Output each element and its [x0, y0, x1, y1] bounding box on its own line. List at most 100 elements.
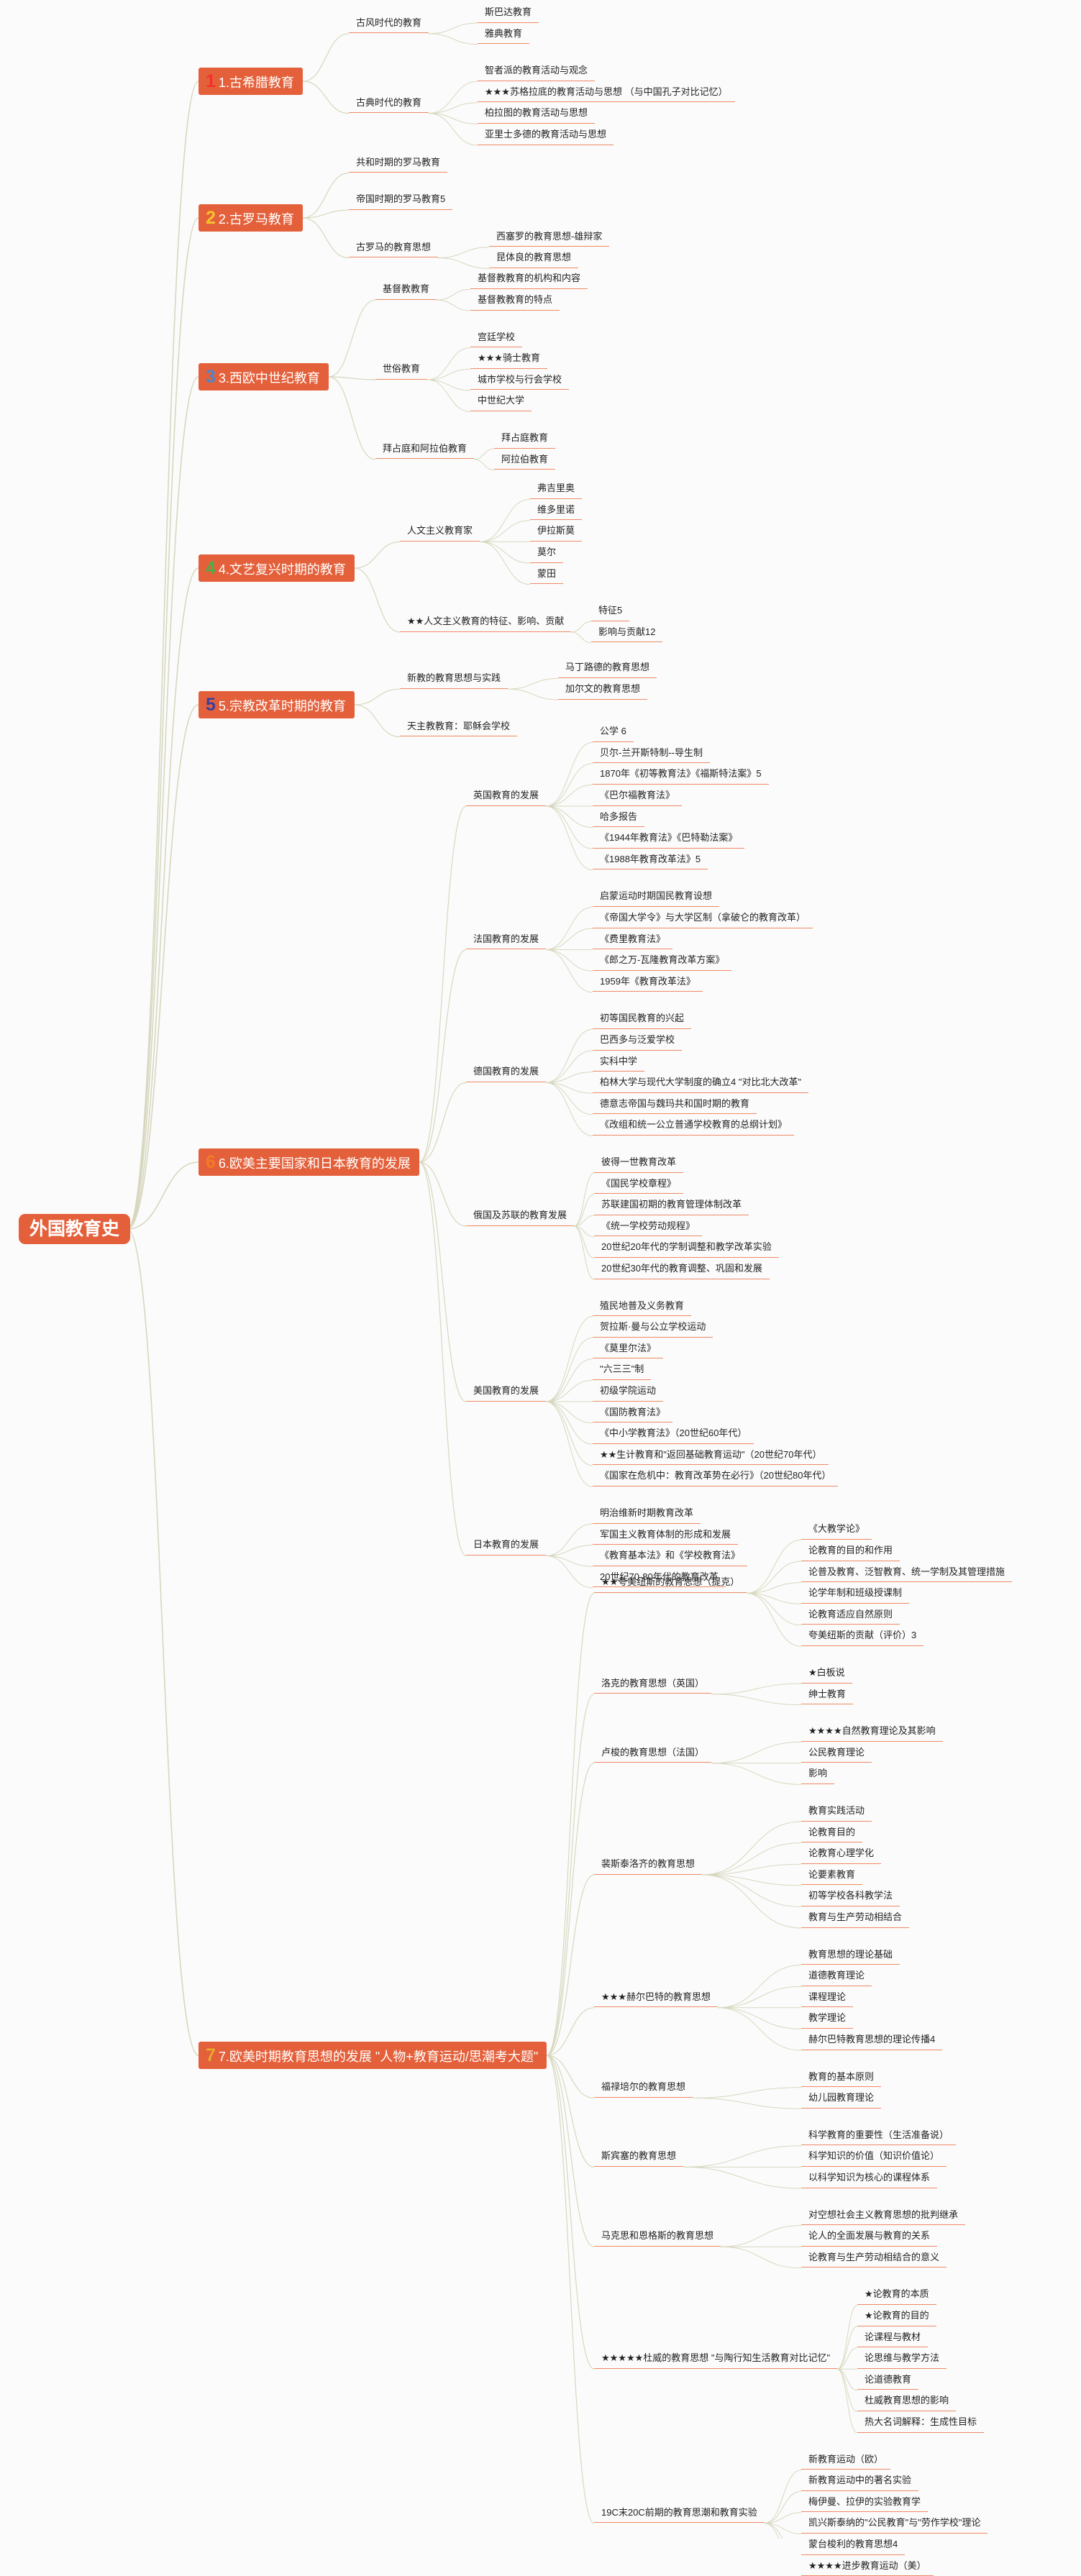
leaf-topic[interactable]: ★★★苏格拉底的教育活动与思想 （与中国孔子对比记忆） [478, 83, 735, 103]
leaf-topic[interactable]: ★★★骑士教育 [470, 350, 547, 369]
leaf-topic[interactable]: 《郎之万-瓦隆教育改革方案》 [593, 951, 732, 971]
subtopic[interactable]: 卢梭的教育思想（法国） [594, 1744, 712, 1763]
leaf-topic[interactable]: 影响 [801, 1765, 835, 1784]
leaf-topic[interactable]: 论学年制和班级授课制 [801, 1584, 910, 1604]
leaf-topic[interactable]: 殖民地普及义务教育 [593, 1297, 692, 1317]
leaf-topic[interactable]: 中世纪大学 [470, 392, 532, 411]
leaf-topic[interactable]: 《1944年教育法》《巴特勒法案》 [593, 829, 745, 849]
leaf-topic[interactable]: 《大教学论》 [801, 1520, 872, 1540]
leaf-topic[interactable]: 贝尔-兰开斯特制--导生制 [593, 744, 710, 764]
leaf-topic[interactable]: 论道德教育 [857, 2371, 919, 2390]
leaf-topic[interactable]: 蒙田 [530, 565, 564, 585]
subtopic[interactable]: 德国教育的发展 [466, 1063, 547, 1082]
leaf-topic[interactable]: 公学 6 [593, 723, 634, 742]
leaf-topic[interactable]: 论教育的目的和作用 [801, 1542, 900, 1561]
subtopic[interactable]: 法国教育的发展 [466, 931, 547, 950]
subtopic[interactable]: 基督教教育 [375, 280, 437, 300]
leaf-topic[interactable]: 弗吉里奥 [530, 480, 583, 499]
leaf-topic[interactable]: 教育的基本原则 [801, 2068, 882, 2088]
leaf-topic[interactable]: 莫尔 [530, 544, 564, 563]
leaf-topic[interactable]: 新教育运动中的著名实验 [801, 2472, 919, 2491]
leaf-topic[interactable]: 1870年《初等教育法》《福斯特法案》5 [593, 765, 769, 785]
leaf-topic[interactable]: 军国主义教育体制的形成和发展 [593, 1526, 739, 1545]
leaf-topic[interactable]: 新教育运动（欧） [801, 2451, 891, 2470]
subtopic[interactable]: 斯宾塞的教育思想 [594, 2147, 684, 2167]
leaf-topic[interactable]: 亚里士多德的教育活动与思想 [478, 126, 614, 145]
leaf-topic[interactable]: 《1988年教育改革法》5 [593, 851, 708, 870]
leaf-topic[interactable]: 以科学知识为核心的课程体系 [801, 2169, 938, 2188]
subtopic[interactable]: 俄国及苏联的教育发展 [466, 1207, 575, 1226]
leaf-topic[interactable]: 论要素教育 [801, 1866, 863, 1886]
leaf-topic[interactable]: 《国家在危机中：教育改革势在必行》（20世纪80年代） [593, 1467, 839, 1486]
leaf-topic[interactable]: 道德教育理论 [801, 1967, 872, 1986]
leaf-topic[interactable]: 启蒙运动时期国民教育设想 [593, 887, 720, 907]
leaf-topic[interactable]: 热大名词解释：生成性目标 [857, 2413, 985, 2433]
leaf-topic[interactable]: 公民教育理论 [801, 1744, 872, 1763]
leaf-topic[interactable]: 论教育与生产劳动相结合的意义 [801, 2249, 947, 2268]
leaf-topic[interactable]: 特征5 [591, 602, 630, 621]
leaf-topic[interactable]: 城市学校与行会学校 [470, 371, 570, 390]
leaf-topic[interactable]: 赫尔巴特教育思想的理论传播4 [801, 2031, 943, 2050]
leaf-topic[interactable]: 《统一学校劳动规程》 [594, 1218, 703, 1237]
leaf-topic[interactable]: 斯巴达教育 [478, 4, 539, 23]
leaf-topic[interactable]: 贺拉斯·曼与公立学校运动 [593, 1318, 713, 1338]
leaf-topic[interactable]: 科学知识的价值（知识价值论） [801, 2147, 947, 2167]
leaf-topic[interactable]: 《帝国大学令》与大学区制（拿破仑的教育改革） [593, 909, 813, 928]
subtopic[interactable]: ★★★★★杜威的教育思想 "与陶行知生活教育对比记忆" [594, 2349, 838, 2369]
leaf-topic[interactable]: 维多里诺 [530, 501, 583, 521]
leaf-topic[interactable]: 20世纪70-80年代的教育改革 [593, 1568, 726, 1588]
leaf-topic[interactable]: 幼儿园教育理论 [801, 2089, 882, 2109]
leaf-topic[interactable]: 西塞罗的教育思想-雄辩家 [489, 228, 610, 247]
subtopic[interactable]: 古罗马的教育思想 [349, 239, 439, 258]
leaf-topic[interactable]: 初级学院运动 [593, 1382, 664, 1402]
leaf-topic[interactable]: 论教育心理学化 [801, 1845, 882, 1864]
leaf-topic[interactable]: ★★★★进步教育运动（美） [801, 2557, 934, 2576]
leaf-topic[interactable]: 1959年《教育改革法》 [593, 973, 703, 992]
leaf-topic[interactable]: 《费里教育法》 [593, 931, 673, 950]
leaf-topic[interactable]: 论思维与教学方法 [857, 2349, 947, 2369]
leaf-topic[interactable]: ★论教育的目的 [857, 2307, 936, 2326]
subtopic[interactable]: 日本教育的发展 [466, 1536, 547, 1556]
leaf-topic[interactable]: 德意志帝国与魏玛共和国时期的教育 [593, 1095, 757, 1115]
leaf-topic[interactable]: 夸美纽斯的贡献（评价）3 [801, 1627, 924, 1646]
subtopic[interactable]: 帝国时期的罗马教育5 [349, 191, 453, 210]
leaf-topic[interactable]: 科学教育的重要性（生活准备说） [801, 2127, 957, 2146]
subtopic[interactable]: 古典时代的教育 [349, 94, 429, 114]
leaf-topic[interactable]: 基督教教育的特点 [470, 291, 560, 311]
leaf-topic[interactable]: 昆体良的教育思想 [489, 249, 579, 268]
subtopic[interactable]: 拜占庭和阿拉伯教育 [375, 440, 475, 460]
subtopic[interactable]: 世俗教育 [375, 360, 428, 380]
subtopic[interactable]: 马克思和恩格斯的教育思想 [594, 2227, 721, 2247]
leaf-topic[interactable]: 《国民学校章程》 [594, 1175, 684, 1195]
leaf-topic[interactable]: 柏拉图的教育活动与思想 [478, 104, 596, 124]
root-topic-title[interactable]: 外国教育史 [19, 1214, 131, 1244]
leaf-topic[interactable]: 20世纪20年代的学制调整和教学改革实验 [594, 1238, 779, 1258]
leaf-topic[interactable]: 教育与生产劳动相结合 [801, 1909, 910, 1928]
leaf-topic[interactable]: 雅典教育 [478, 25, 530, 45]
leaf-topic[interactable]: 初等学校各科教学法 [801, 1887, 900, 1906]
subtopic[interactable]: 共和时期的罗马教育 [349, 154, 448, 173]
leaf-topic[interactable]: 阿拉伯教育 [494, 451, 556, 470]
subtopic[interactable]: 裴斯泰洛齐的教育思想 [594, 1855, 703, 1875]
leaf-topic[interactable]: 论普及教育、泛智教育、统一学制及其管理措施 [801, 1563, 1013, 1583]
leaf-topic[interactable]: 马丁路德的教育思想 [558, 659, 657, 678]
leaf-topic[interactable]: 教育实践活动 [801, 1802, 872, 1822]
leaf-topic[interactable]: 20世纪30年代的教育调整、巩固和发展 [594, 1260, 770, 1279]
leaf-topic[interactable]: 伊拉斯莫 [530, 522, 583, 542]
leaf-topic[interactable]: 对空想社会主义教育思想的批判继承 [801, 2206, 966, 2226]
leaf-topic[interactable]: 《改组和统一公立普通学校教育的总纲计划》 [593, 1116, 795, 1136]
subtopic[interactable]: 福禄培尔的教育思想 [594, 2078, 693, 2098]
leaf-topic[interactable]: 苏联建国初期的教育管理体制改革 [594, 1196, 749, 1215]
leaf-topic[interactable]: 巴西多与泛爱学校 [593, 1031, 683, 1051]
subtopic[interactable]: 天主教教育：耶稣会学校 [400, 718, 518, 737]
leaf-topic[interactable]: 实科中学 [593, 1053, 645, 1072]
leaf-topic[interactable]: "六三三"制 [593, 1361, 652, 1380]
subtopic[interactable]: ★★夸美纽斯的教育思想（提克） [594, 1574, 747, 1593]
leaf-topic[interactable]: 论教育目的 [801, 1824, 863, 1843]
